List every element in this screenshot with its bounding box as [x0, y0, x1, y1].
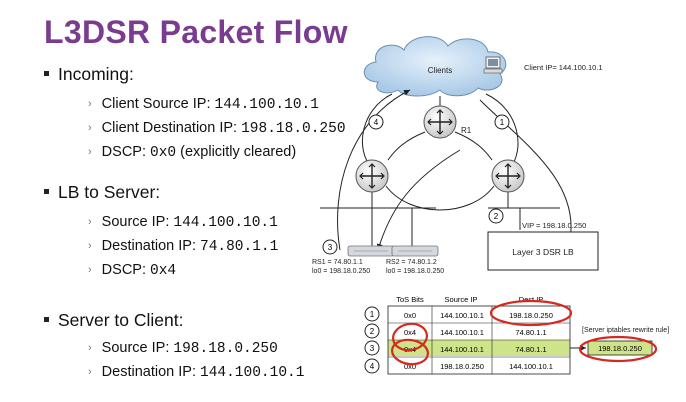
- step-circle-2: 2: [488, 208, 504, 224]
- svg-text:1: 1: [370, 310, 375, 319]
- rs2-lo0: lo0 = 198.18.0.250: [386, 268, 444, 275]
- lb-source-ip: ›Source IP: 144.100.10.1: [88, 214, 278, 231]
- link-r1-r2: [387, 131, 426, 161]
- rs2-ip: RS2 = 74.80.1.2: [386, 259, 437, 266]
- svg-text:0x4: 0x4: [404, 328, 416, 337]
- link-r2-r3: [385, 185, 495, 211]
- highlight-row-3: [388, 340, 570, 356]
- client-ip-label: Client IP= 144.100.10.1: [524, 63, 603, 72]
- flow-arrow-1: [479, 99, 574, 241]
- annotation-circle-dest: [489, 299, 573, 327]
- step-circle-1: 1: [494, 114, 510, 130]
- lb-dest-ip: ›Destination IP: 74.80.1.1: [88, 238, 279, 255]
- svg-text:3: 3: [328, 243, 333, 252]
- svg-text:4: 4: [370, 362, 375, 371]
- lb-dscp: ›DSCP: 0x4: [88, 262, 177, 279]
- step-circle-4: 4: [368, 114, 384, 130]
- bullet-server-to-client: Server to Client:: [44, 310, 183, 331]
- slide-title: L3DSR Packet Flow: [44, 14, 348, 50]
- rs1-lo0: lo0 = 198.18.0.250: [312, 268, 370, 275]
- svg-text:198.18.0.250: 198.18.0.250: [509, 311, 553, 320]
- svg-text:0x0: 0x0: [404, 362, 416, 371]
- layer3-dsr-lb-box: [487, 231, 599, 271]
- router-r1-icon: [423, 105, 457, 139]
- incoming-dscp: ›DSCP: 0x0 (explicitly cleared): [88, 144, 297, 161]
- table-header-tos: ToS Bits: [396, 295, 424, 304]
- table-header-dest: Dest IP: [519, 295, 544, 304]
- annotation-circle-tos-2: [392, 322, 428, 352]
- bullet-incoming: Incoming:: [44, 64, 134, 85]
- svg-text:0x0: 0x0: [404, 311, 416, 320]
- clients-label: Clients: [428, 66, 452, 75]
- svg-text:144.100.10.1: 144.100.10.1: [440, 345, 484, 354]
- svg-text:1: 1: [500, 118, 505, 127]
- vip-label: VIP = 198.18.0.250: [522, 221, 586, 230]
- svg-text:144.100.10.1: 144.100.10.1: [440, 328, 484, 337]
- svg-text:144.100.10.1: 144.100.10.1: [440, 311, 484, 320]
- rewrite-box: [587, 340, 653, 356]
- rs1-ip: RS1 = 74.80.1.1: [312, 259, 363, 266]
- svg-text:3: 3: [370, 344, 375, 353]
- table-row: 2 0x4 144.100.10.1 74.80.1.1: [364, 323, 547, 339]
- client-computer-icon: [483, 56, 503, 74]
- svg-text:74.80.1.1: 74.80.1.1: [515, 328, 546, 337]
- svg-text:74.80.1.1: 74.80.1.1: [515, 345, 546, 354]
- flow-arrow-2: [376, 149, 461, 251]
- incoming-source-ip: ›Client Source IP: 144.100.10.1: [88, 96, 319, 113]
- router-right-icon: [491, 159, 525, 193]
- server-rs1-icon: [347, 245, 395, 257]
- annotation-circle-tos-3: [390, 338, 430, 366]
- router-left-icon: [355, 159, 389, 193]
- svg-text:144.100.10.1: 144.100.10.1: [509, 362, 553, 371]
- svg-text:198.18.0.250: 198.18.0.250: [440, 362, 484, 371]
- server-rs2-icon: [391, 245, 439, 257]
- table-row: 1 0x0 144.100.10.1 198.18.0.250: [364, 306, 553, 322]
- rewrite-note: [Server iptables rewrite rule]: [582, 327, 669, 334]
- svg-text:2: 2: [370, 327, 375, 336]
- link-r1-r3: [454, 131, 493, 161]
- link-cloud-r2: [361, 93, 393, 169]
- router-r1-label: R1: [461, 126, 472, 135]
- step-circle-3: 3: [322, 239, 338, 255]
- packet-table: ToS Bits Source IP Dest IP 1 0x0 144.100…: [364, 295, 669, 375]
- flow-arrow-4: [337, 89, 411, 251]
- s2c-dest-ip: ›Destination IP: 144.100.10.1: [88, 364, 305, 381]
- svg-text:4: 4: [374, 118, 379, 127]
- annotation-circle-rewrite: [578, 335, 658, 363]
- incoming-dest-ip: ›Client Destination IP: 198.18.0.250: [88, 120, 346, 137]
- bullet-lb-to-server: LB to Server:: [44, 182, 160, 203]
- lb-label: Layer 3 DSR LB: [512, 247, 574, 257]
- table-row: 4 0x0 198.18.0.250 144.100.10.1: [364, 358, 553, 374]
- clients-cloud: [363, 36, 507, 97]
- svg-text:2: 2: [494, 212, 499, 221]
- s2c-source-ip: ›Source IP: 198.18.0.250: [88, 340, 278, 357]
- table-header-source: Source IP: [445, 295, 478, 304]
- rewrite-value: 198.18.0.250: [598, 344, 642, 353]
